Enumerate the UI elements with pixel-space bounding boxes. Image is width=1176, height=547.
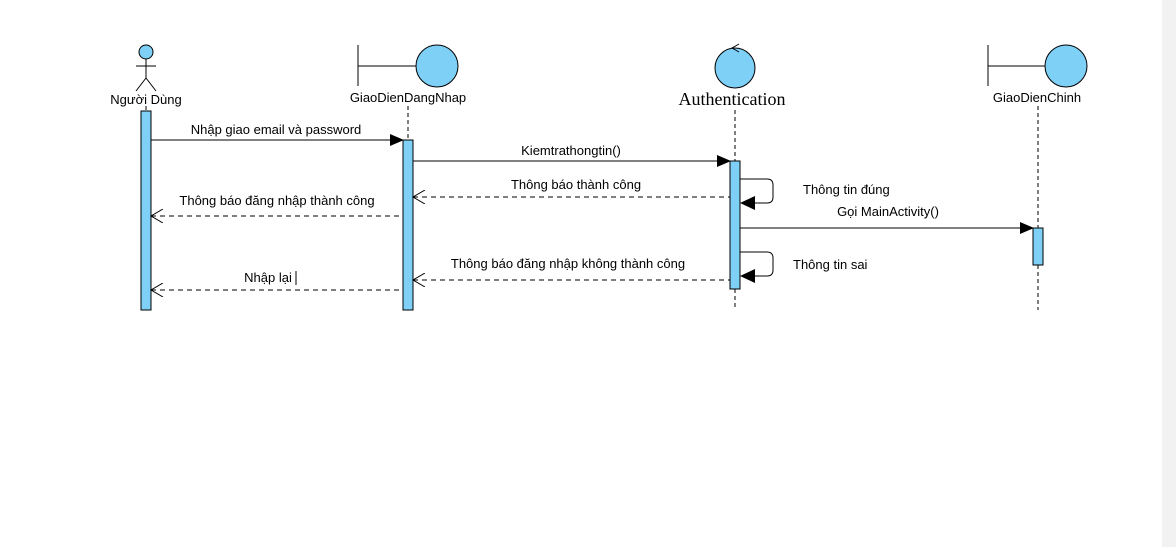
activation-bar bbox=[402, 139, 414, 311]
message-thong-tin-dung: Thông tin đúng bbox=[740, 178, 890, 210]
boundary-icon bbox=[357, 44, 459, 88]
message-thong-tin-sai: Thông tin sai bbox=[740, 251, 868, 283]
control-icon bbox=[714, 43, 756, 89]
actor-icon bbox=[135, 44, 157, 92]
activation-bar bbox=[729, 160, 741, 290]
participant-nguoi-dung: Người Dùng bbox=[110, 44, 182, 311]
message-label: Thông báo đăng nhập không thành công bbox=[451, 256, 685, 271]
activation-bar bbox=[1032, 227, 1044, 266]
message-nhap-lai: Nhập lại bbox=[151, 270, 403, 290]
participant-authentication: Authentication bbox=[679, 43, 786, 310]
message-label: Thông tin đúng bbox=[803, 182, 890, 197]
participant-label-authentication: Authentication bbox=[679, 89, 786, 109]
participant-giaodiendangnhap: GiaoDienDangNhap bbox=[350, 44, 466, 311]
participant-label-nguoi-dung: Người Dùng bbox=[110, 92, 181, 107]
message-label: Thông tin sai bbox=[793, 257, 868, 272]
message-label: Nhập lại bbox=[244, 270, 292, 285]
self-loop bbox=[740, 251, 774, 277]
message-label: Thông báo thành công bbox=[511, 177, 641, 192]
arrow-head bbox=[740, 196, 755, 210]
activation-bar bbox=[140, 110, 152, 311]
participant-giaodienchinh: GiaoDienChinh bbox=[987, 44, 1088, 310]
message-thong-bao-thanh-cong: Thông báo thành công bbox=[413, 177, 730, 197]
participant-label-giaodienchinh: GiaoDienChinh bbox=[993, 90, 1081, 105]
message-thong-bao-dang-nhap-khong-thanh-cong: Thông báo đăng nhập không thành công bbox=[413, 256, 730, 280]
message-thong-bao-dang-nhap-thanh-cong: Thông báo đăng nhập thành công bbox=[151, 193, 403, 216]
arrow-head bbox=[740, 269, 755, 283]
message-label: Kiemtrathongtin() bbox=[521, 143, 621, 158]
message-label: Gọi MainActivity() bbox=[837, 204, 939, 219]
message-label: Nhập giao email và password bbox=[191, 122, 362, 137]
message-kiemtrathongtin: Kiemtrathongtin() bbox=[413, 143, 731, 167]
self-loop bbox=[740, 178, 774, 204]
message-goi-mainactivity: Gọi MainActivity() bbox=[740, 204, 1034, 234]
message-nhap-email-password: Nhập giao email và password bbox=[151, 122, 404, 146]
scrollbar-track bbox=[1162, 0, 1176, 547]
message-label: Thông báo đăng nhập thành công bbox=[179, 193, 374, 208]
participant-label-giaodiendangnhap: GiaoDienDangNhap bbox=[350, 90, 466, 105]
boundary-icon bbox=[987, 44, 1088, 88]
